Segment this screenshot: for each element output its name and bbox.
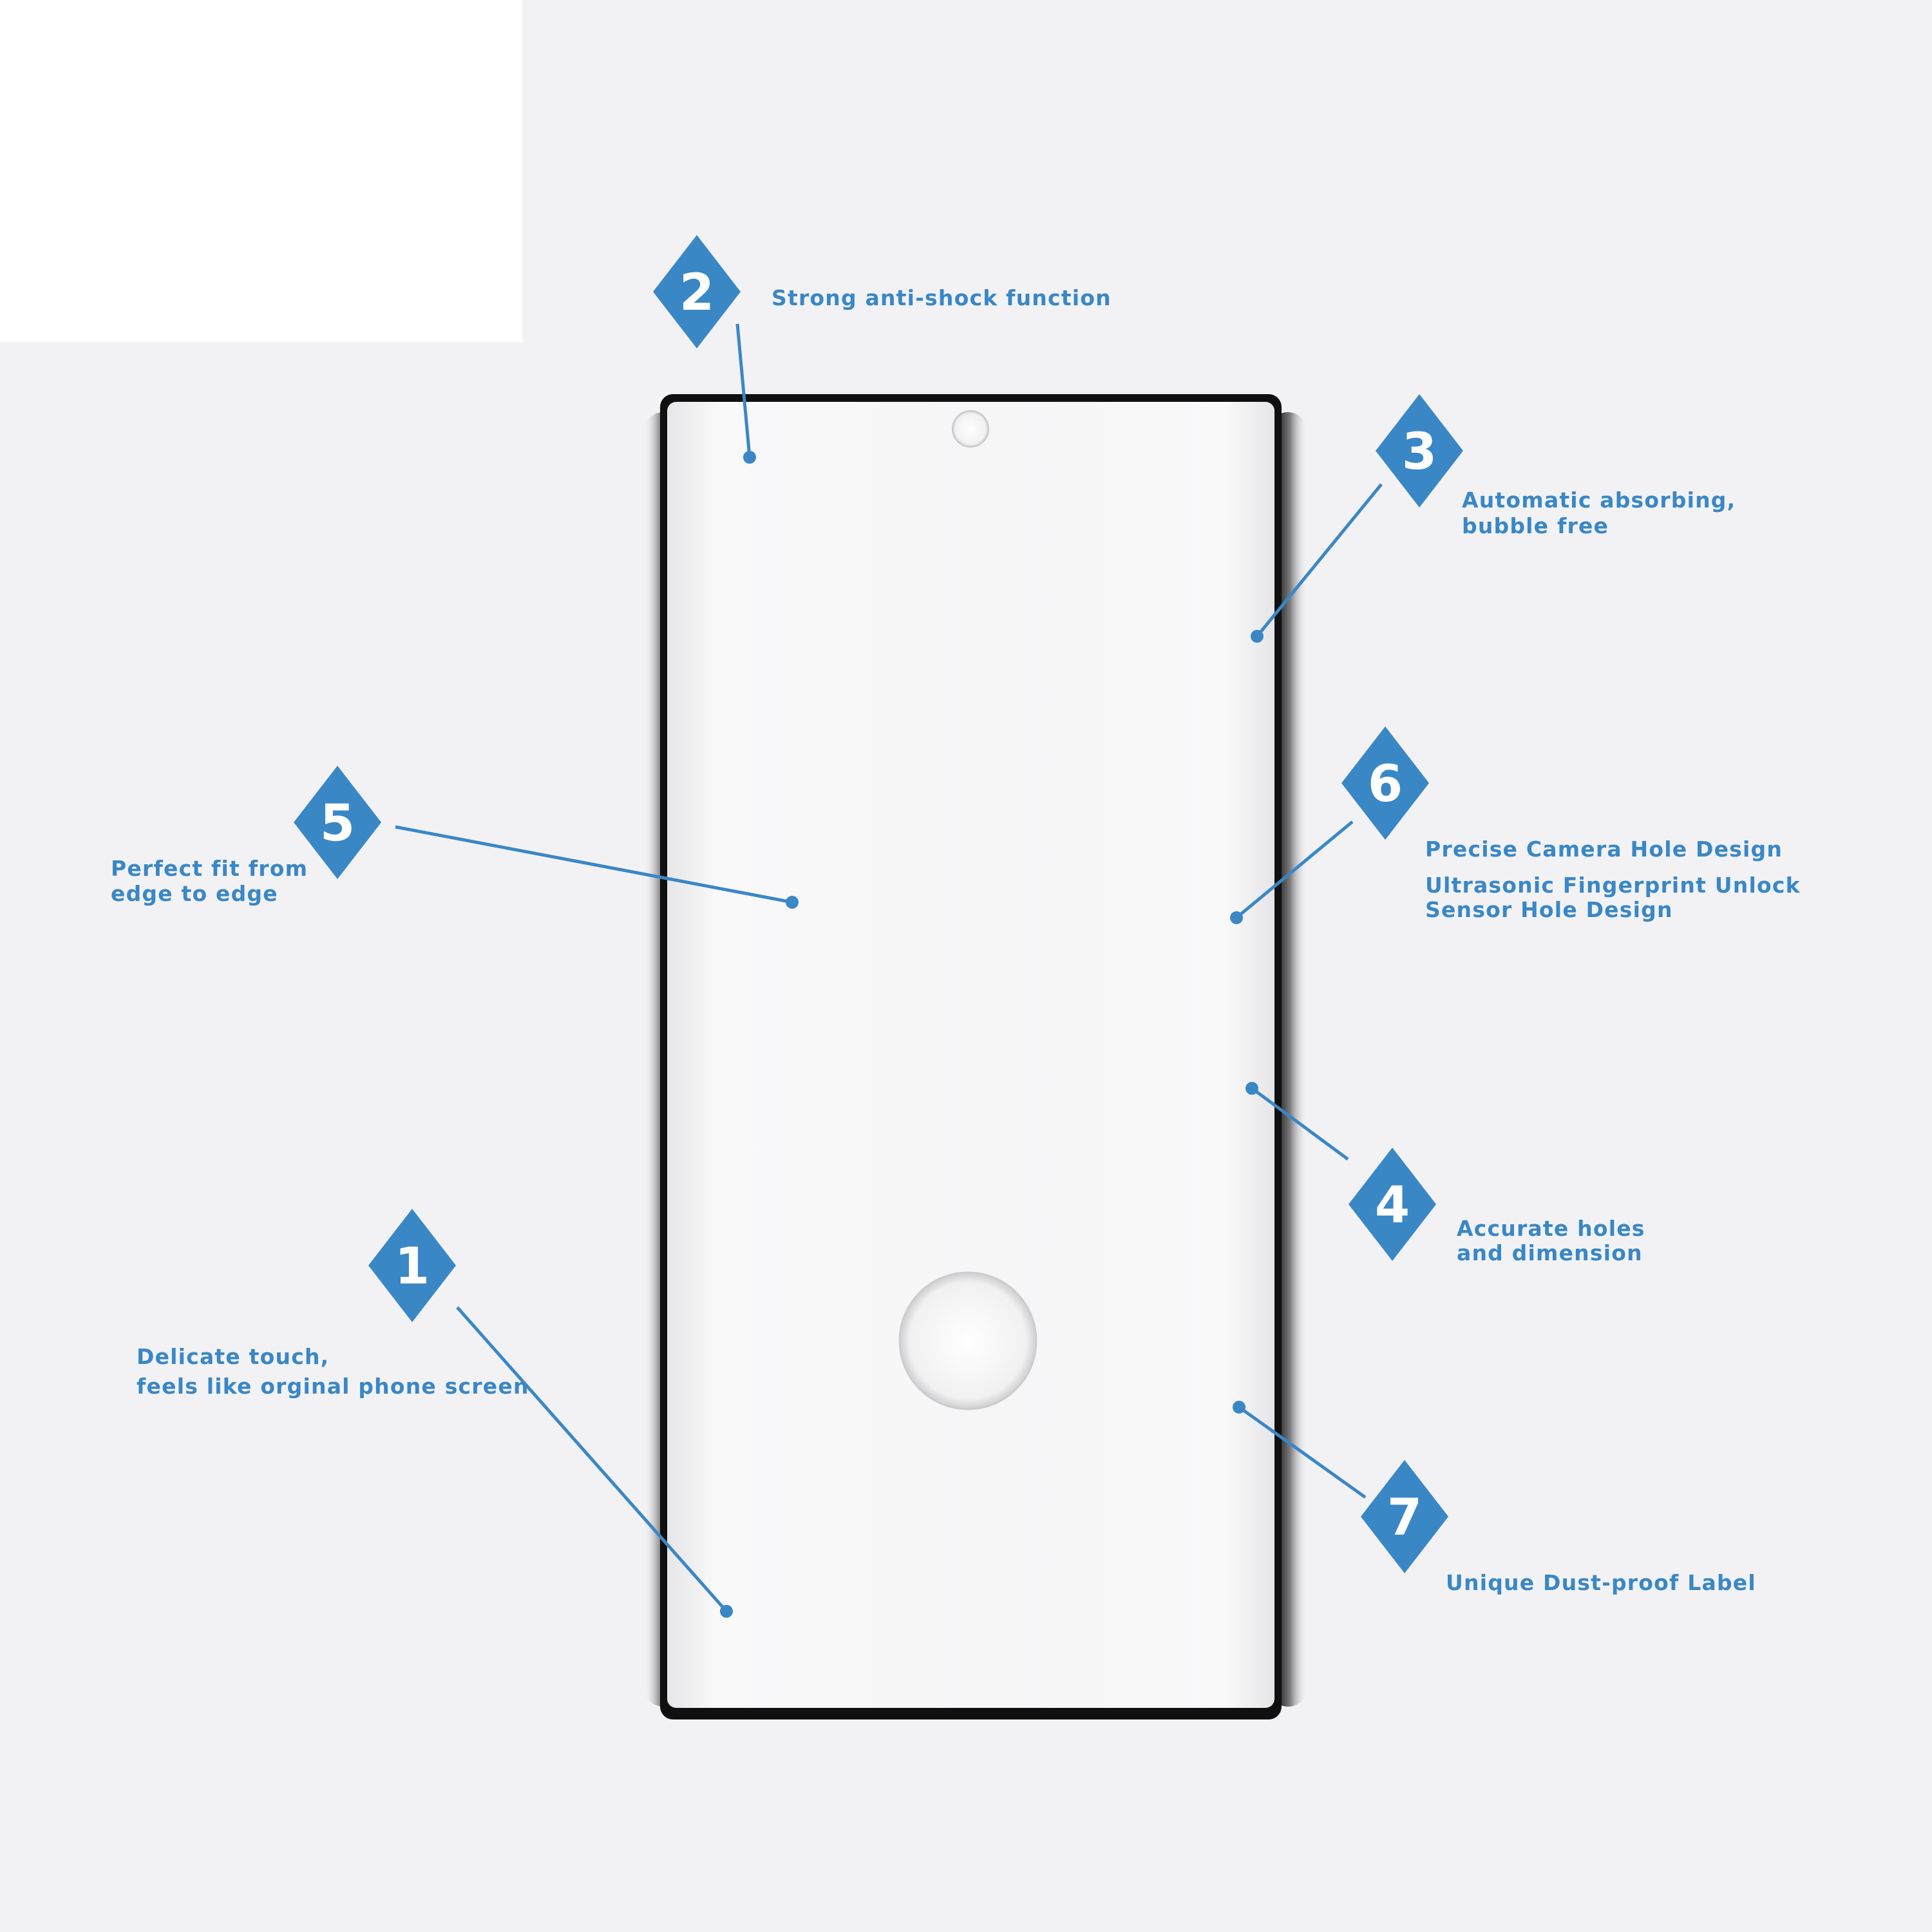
callout-1-dot — [720, 1605, 733, 1618]
callout-7-leader-line — [1238, 1405, 1367, 1499]
callout-6-text-line: Sensor Hole Design — [1425, 897, 1673, 922]
callout-3-text-line: Automatic absorbing, — [1462, 488, 1736, 513]
callout-1-text-line: Delicate touch, — [137, 1344, 329, 1369]
diamond-badge-icon — [1376, 394, 1463, 507]
callout-2-leader-line — [735, 323, 752, 458]
callout-6-text-line: Ultrasonic Fingerprint Unlock — [1425, 873, 1801, 898]
callout-2-text-line: Strong anti-shock function — [772, 285, 1112, 310]
callout-7-text-line: Unique Dust-proof Label — [1446, 1570, 1756, 1595]
callout-4-number: 4 — [1375, 1177, 1410, 1235]
callout-1-text-line: feels like orginal phone screen — [137, 1374, 529, 1399]
camera-hole-icon — [952, 410, 989, 448]
callout-1-number: 1 — [395, 1238, 430, 1296]
callout-2: 2 Strong anti-shock function — [653, 235, 1112, 464]
callout-2-number: 2 — [679, 264, 714, 322]
callout-5-text-line: edge to edge — [111, 881, 278, 906]
callout-5-text-line: Perfect fit from — [111, 856, 308, 881]
callout-2-dot — [743, 451, 756, 464]
fingerprint-sensor-icon — [898, 1271, 1037, 1410]
callout-4-text-line: Accurate holes — [1457, 1216, 1645, 1241]
callout-6-number: 6 — [1368, 755, 1403, 813]
diamond-badge-icon — [1341, 726, 1429, 840]
callout-7-number: 7 — [1387, 1489, 1422, 1547]
diamond-badge-icon — [1349, 1148, 1436, 1261]
callout-6-leader-line — [1235, 820, 1354, 919]
callout-6-dot — [1230, 911, 1243, 924]
phone-screen — [667, 402, 1274, 1708]
callout-7-dot — [1233, 1401, 1245, 1414]
diamond-badge-icon — [653, 235, 741, 348]
callout-3-dot — [1251, 630, 1264, 643]
callout-5-leader-line — [395, 825, 793, 904]
callout-3-leader-line — [1256, 483, 1383, 638]
corner-white-block — [0, 0, 522, 342]
callout-6-text-line: Precise Camera Hole Design — [1425, 837, 1783, 862]
callout-1-leader-line — [456, 1306, 728, 1613]
callout-5-number: 5 — [320, 795, 355, 853]
callout-3-text-line: bubble free — [1462, 513, 1609, 538]
diamond-badge-icon — [368, 1209, 456, 1322]
callout-4-dot — [1245, 1082, 1258, 1095]
callout-5-dot — [786, 896, 799, 909]
diamond-badge-icon — [294, 766, 381, 879]
diamond-badge-icon — [1361, 1460, 1448, 1573]
callout-4-text-line: and dimension — [1457, 1240, 1643, 1265]
callout-3-number: 3 — [1402, 423, 1437, 481]
callout-4-leader-line — [1251, 1086, 1349, 1161]
